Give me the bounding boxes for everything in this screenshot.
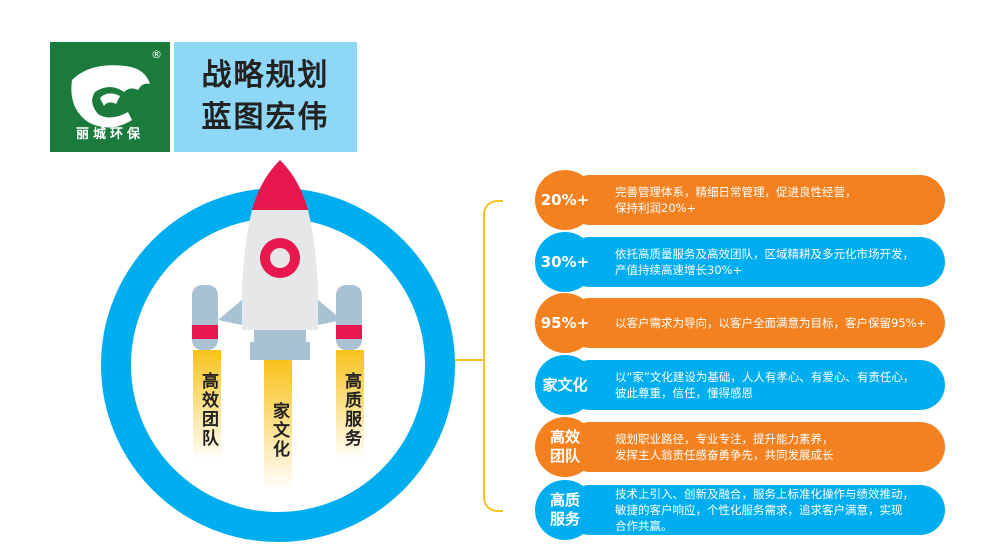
goal-row: 以客户需求为导向，以客户全面满意为目标，客户保留95%+ 95%+: [535, 293, 945, 353]
registered-mark: ®: [151, 48, 162, 61]
goal-description: 依托高质量服务及高效团队，区域精耕及多元化市场开发， 产值持续高速增长30%+: [565, 237, 945, 287]
goal-row: 依托高质量服务及高效团队，区域精耕及多元化市场开发， 产值持续高速增长30%+ 3…: [535, 232, 945, 292]
badge-text: 高效 团队: [549, 428, 580, 465]
connector-line: [455, 359, 483, 361]
goal-badge: 30%+: [535, 232, 595, 292]
company-logo: ® 丽城环保: [50, 42, 170, 152]
badge-text: 30%+: [540, 252, 590, 271]
goal-badge: 高质 服务: [535, 480, 595, 540]
goal-text: 以客户需求为导向，以客户全面满意为目标，客户保留95%+: [615, 316, 927, 330]
goal-description: 完善管理体系，精细日常管理，促进良性经营， 保持利润20%+: [565, 175, 945, 225]
title-line-2: 蓝图宏伟: [201, 100, 330, 135]
goal-row: 技术上引入、创新及融合，服务上标准化操作与绩效推动， 敏捷的客户响应，个性化服务…: [535, 480, 945, 540]
goal-description: 规划职业路径，专业专注，提升能力素养， 发挥主人翁责任感奋勇争先，共同发展成长: [565, 422, 945, 472]
title-line-1: 战略规划: [201, 58, 330, 93]
flame-culture: 家文化: [264, 360, 292, 490]
goal-row: 以“家”文化建设为基础，人人有孝心、有爱心、有责任心， 彼此尊重，信任，懂得感恩…: [535, 355, 945, 415]
goal-text: 规划职业路径，专业专注，提升能力素养， 发挥主人翁责任感奋勇争先，共同发展成长: [615, 432, 834, 462]
goal-row: 完善管理体系，精细日常管理，促进良性经营， 保持利润20%+ 20%+: [535, 170, 945, 230]
goal-text: 技术上引入、创新及融合，服务上标准化操作与绩效推动， 敏捷的客户响应，个性化服务…: [615, 487, 914, 533]
badge-text: 高质 服务: [549, 491, 580, 528]
brand-name: 丽城环保: [75, 127, 144, 142]
leopard-logo-icon: [71, 65, 150, 128]
goal-description: 以客户需求为导向，以客户全面满意为目标，客户保留95%+: [565, 298, 945, 348]
goal-badge: 家文化: [535, 355, 595, 415]
goal-description: 以“家”文化建设为基础，人人有孝心、有爱心、有责任心， 彼此尊重，信任，懂得感恩: [565, 360, 945, 410]
goal-badge: 20%+: [535, 170, 595, 230]
bracket: [483, 200, 503, 512]
goal-row: 规划职业路径，专业专注，提升能力素养， 发挥主人翁责任感奋勇争先，共同发展成长 高…: [535, 417, 945, 477]
goal-text: 依托高质量服务及高效团队，区域精耕及多元化市场开发， 产值持续高速增长30%+: [615, 247, 914, 277]
badge-text: 家文化: [542, 375, 588, 394]
flame-team: 高效团队: [193, 350, 221, 460]
flame-service: 高质服务: [336, 350, 364, 460]
goal-text: 以“家”文化建设为基础，人人有孝心、有爱心、有责任心， 彼此尊重，信任，懂得感恩: [615, 370, 915, 400]
goal-text: 完善管理体系，精细日常管理，促进良性经营， 保持利润20%+: [615, 185, 857, 215]
goal-badge: 95%+: [535, 293, 595, 353]
rocket-icon: [192, 160, 362, 360]
goal-badge: 高效 团队: [535, 417, 595, 477]
page-title: 战略规划 蓝图宏伟: [174, 42, 357, 152]
badge-text: 95%+: [540, 313, 590, 332]
badge-text: 20%+: [540, 190, 590, 209]
goal-description: 技术上引入、创新及融合，服务上标准化操作与绩效推动， 敏捷的客户响应，个性化服务…: [565, 485, 945, 535]
